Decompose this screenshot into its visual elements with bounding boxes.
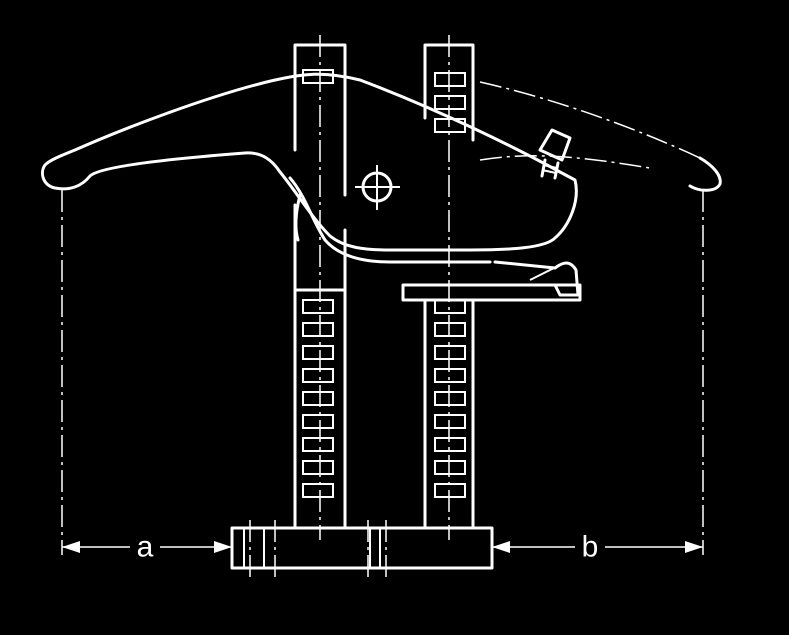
left-rail-slots: [302, 69, 334, 498]
rail-slot: [302, 345, 334, 360]
dimension-b: b: [492, 531, 703, 564]
rail-slot: [434, 345, 466, 360]
rail-slot: [434, 299, 466, 314]
rail-slot: [302, 483, 334, 498]
pressure-screw: [538, 128, 572, 180]
clamping-foot: [401, 260, 582, 302]
pivot-pin: [355, 165, 400, 210]
rail-slot: [302, 391, 334, 406]
rail-slot: [434, 460, 466, 475]
rail-slot: [434, 483, 466, 498]
right-rail: [423, 35, 475, 540]
rail-slot: [302, 322, 334, 337]
rail-slot: [434, 95, 466, 110]
rail-slot: [302, 414, 334, 429]
rail-slot: [434, 391, 466, 406]
clamp-arm: [41, 72, 578, 292]
rail-slot: [434, 414, 466, 429]
rail-slot: [434, 437, 466, 452]
rail-slot: [434, 72, 466, 87]
base-plate: [230, 520, 494, 580]
rail-slot: [302, 437, 334, 452]
rail-slot: [434, 368, 466, 383]
rail-slot: [302, 368, 334, 383]
right-rail-slots: [434, 72, 466, 498]
reach-lines: [61, 81, 722, 555]
dimension-b-label: b: [582, 531, 599, 564]
rail-slot: [302, 299, 334, 314]
left-rail: [293, 35, 347, 540]
dimension-a-label: a: [137, 531, 154, 564]
rail-slot: [302, 69, 334, 84]
dimension-a: a: [62, 531, 232, 564]
rail-slot: [302, 460, 334, 475]
rail-slot: [434, 322, 466, 337]
